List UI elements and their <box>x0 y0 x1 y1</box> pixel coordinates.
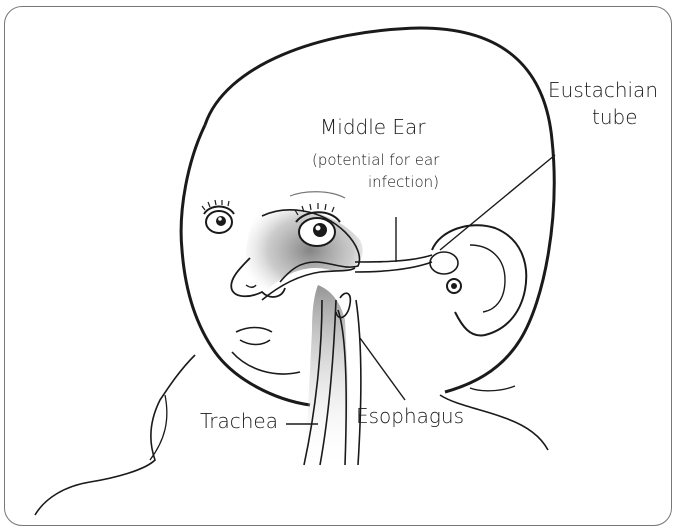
ear-inner <box>470 245 505 312</box>
middle-ear-chamber <box>430 252 458 274</box>
ear-outline <box>432 225 526 335</box>
middle-ear-label: Middle Ear <box>320 115 426 139</box>
eustachian-leader <box>440 155 555 250</box>
head-outline <box>205 28 554 392</box>
middle-ear-note-line1: (potential for ear <box>312 151 439 169</box>
esophagus-label: Esophagus <box>356 404 464 428</box>
trachea-label: Trachea <box>200 409 278 433</box>
eustachian-label-line1: Eustachian <box>548 78 658 102</box>
mouth <box>236 328 272 345</box>
body-outline-left <box>35 355 195 515</box>
esophagus-leader <box>360 338 405 400</box>
middle-ear-note-line2: infection) <box>368 173 439 191</box>
eustachian-tube <box>355 255 432 272</box>
neck-fold <box>470 386 515 391</box>
eustachian-label-line2: tube <box>592 105 638 129</box>
chin-line <box>232 352 300 374</box>
